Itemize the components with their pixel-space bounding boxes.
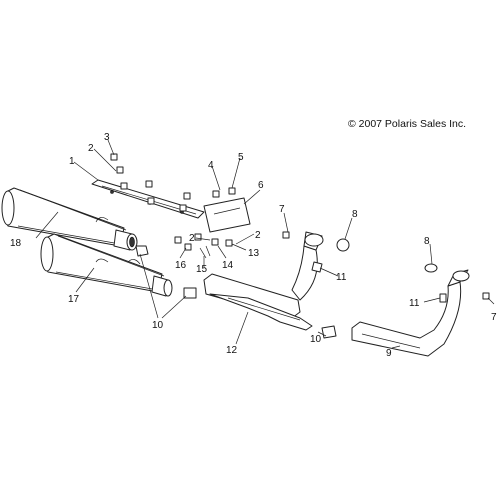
callout-7: 7 <box>491 312 497 323</box>
callout-8: 8 <box>352 209 358 220</box>
callout-2: 2 <box>88 143 94 154</box>
gasket-right <box>424 263 438 273</box>
front-head-pipe <box>203 231 324 331</box>
gasket-upper <box>336 238 350 252</box>
callout-2: 2 <box>189 233 195 244</box>
callout-9: 9 <box>386 348 392 359</box>
callouts: 1 2 3 4 5 6 7 8 8 7 2 2 13 11 11 10 10 1… <box>10 132 497 359</box>
callout-10: 10 <box>310 334 322 345</box>
callout-11: 11 <box>336 272 347 283</box>
heat-shield-bracket <box>203 197 251 233</box>
callout-17: 17 <box>68 294 80 305</box>
callout-6: 6 <box>258 180 264 191</box>
clip-front <box>311 261 323 273</box>
callout-16: 16 <box>175 260 187 271</box>
callout-7: 7 <box>279 204 285 215</box>
callout-18: 18 <box>10 238 22 249</box>
callout-13: 13 <box>248 248 260 259</box>
clamps <box>135 245 337 339</box>
fasteners <box>110 153 490 300</box>
callout-3: 3 <box>104 132 110 143</box>
callout-5: 5 <box>238 152 244 163</box>
lower-muffler <box>40 233 173 297</box>
callout-14: 14 <box>222 260 234 271</box>
callout-2: 2 <box>255 230 261 241</box>
callout-8: 8 <box>424 236 430 247</box>
callout-12: 12 <box>226 345 238 356</box>
copyright-text: © 2007 Polaris Sales Inc. <box>348 118 466 130</box>
callout-1: 1 <box>69 156 75 167</box>
callout-15: 15 <box>196 264 208 275</box>
clip-rear <box>439 293 447 303</box>
rear-head-pipe <box>351 269 470 357</box>
callout-10: 10 <box>152 320 164 331</box>
leader-lines <box>35 139 495 349</box>
upper-muffler <box>1 187 138 251</box>
callout-4: 4 <box>208 160 214 171</box>
callout-11: 11 <box>409 298 420 309</box>
